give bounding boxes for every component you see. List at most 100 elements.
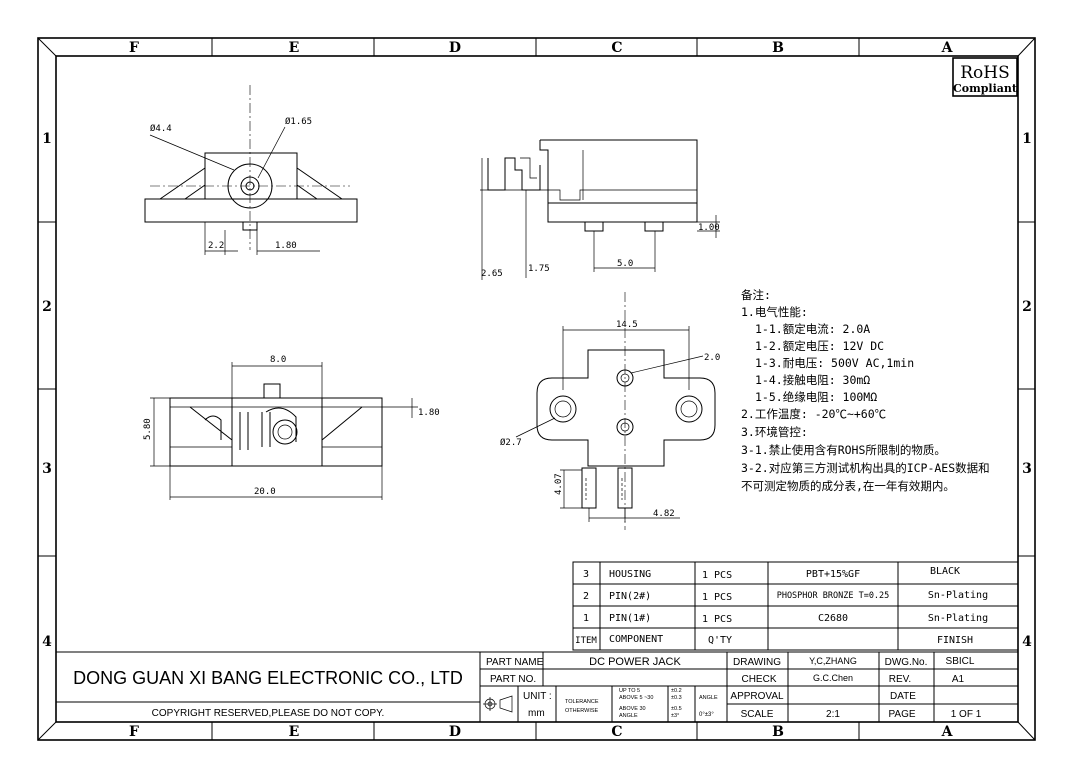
page-label: PAGE bbox=[888, 709, 915, 720]
side-view: 1.00 2.65 1.75 5.0 bbox=[480, 139, 720, 280]
bom-header-qty: Q'TY bbox=[708, 635, 732, 646]
note-2: 1-1.额定电流: 2.0A bbox=[755, 322, 870, 336]
bom-row-2-item: 2 bbox=[583, 591, 589, 602]
dim-top-e: 4.82 bbox=[653, 509, 675, 519]
bom-header-component: COMPONENT bbox=[609, 634, 663, 645]
zone-bottom-a: A bbox=[941, 724, 954, 740]
dim-bottom-b: 1.80 bbox=[418, 408, 440, 418]
bottom-zone-dividers bbox=[211, 722, 860, 740]
zone-top-d: D bbox=[449, 40, 461, 56]
side-zone-dividers bbox=[38, 221, 1035, 557]
page-value: 1 OF 1 bbox=[951, 709, 982, 720]
dim-side-d: 5.0 bbox=[617, 259, 633, 269]
bom-row-1-qty: 1 PCS bbox=[702, 614, 732, 625]
bom-row-2-finish: Sn-Plating bbox=[928, 590, 988, 601]
tol-range-2: ABOVE 30 bbox=[619, 706, 646, 712]
note-8: 3.环境管控: bbox=[741, 425, 808, 439]
zone-bottom-d: D bbox=[449, 724, 461, 740]
zone-right-2: 2 bbox=[1022, 299, 1032, 315]
dim-bottom-c: 5.80 bbox=[143, 418, 153, 440]
bom-row-1-item: 1 bbox=[583, 613, 589, 624]
company-name: DONG GUAN XI BANG ELECTRONIC CO., LTD bbox=[73, 668, 463, 688]
note-0: 备注: bbox=[741, 288, 771, 302]
scale-value: 2:1 bbox=[826, 709, 840, 720]
dwg-value: SBICL bbox=[946, 656, 975, 667]
date-label: DATE bbox=[890, 691, 916, 702]
dim-front-w2: 1.80 bbox=[275, 241, 297, 251]
angle-label: ANGLE bbox=[699, 695, 718, 701]
front-view: Ø4.4 Ø1.65 2.2 1.80 bbox=[144, 85, 358, 255]
dim-side-a: 1.00 bbox=[698, 223, 720, 233]
zone-right-4: 4 bbox=[1022, 634, 1032, 650]
bottom-view: 8.0 1.80 5.80 20.0 bbox=[143, 355, 440, 500]
approval-label: APPROVAL bbox=[730, 691, 784, 702]
tol-range-1: ABOVE 5 ~30 bbox=[619, 695, 653, 701]
dwg-label: DWG.No. bbox=[885, 657, 928, 668]
note-5: 1-4.接触电阻: 30mΩ bbox=[755, 373, 870, 387]
otherwise-label: OTHERWISE bbox=[565, 708, 599, 714]
tol-value-1: ±0.3 bbox=[671, 695, 682, 701]
note-6: 1-5.绝缘电阻: 100MΩ bbox=[755, 390, 877, 404]
note-3: 1-2.额定电压: 12V DC bbox=[755, 339, 884, 353]
note-1: 1.电气性能: bbox=[741, 305, 808, 319]
dim-top-b: 2.0 bbox=[704, 353, 720, 363]
bom-row-2-material: PHOSPHOR BRONZE T=0.25 bbox=[777, 591, 890, 601]
unit-value: mm bbox=[528, 708, 545, 719]
zone-top-b: B bbox=[772, 40, 784, 56]
bom-row-1-component: PIN(1#) bbox=[609, 613, 651, 624]
tol-range-3: ANGLE bbox=[619, 713, 638, 719]
rohs-title: RoHS bbox=[960, 63, 1010, 83]
unit-label: UNIT : bbox=[523, 691, 552, 702]
note-9: 3-1.禁止使用含有ROHS所限制的物质。 bbox=[741, 443, 946, 457]
scale-label: SCALE bbox=[741, 709, 774, 720]
zone-bottom-c: C bbox=[611, 724, 622, 740]
dim-top-d: 4.07 bbox=[554, 473, 564, 495]
top-zone-dividers bbox=[211, 38, 860, 56]
zone-top-e: E bbox=[289, 40, 300, 56]
drawing-label: DRAWING bbox=[733, 657, 781, 668]
notes-block: 备注: 1.电气性能: 1-1.额定电流: 2.0A 1-2.额定电压: 12V… bbox=[741, 288, 990, 493]
note-11: 不可测定物质的成分表,在一年有效期内。 bbox=[741, 479, 955, 493]
projection-symbol-icon bbox=[483, 695, 513, 713]
zone-bottom-e: E bbox=[289, 724, 300, 740]
rohs-mark: RoHS Compliant bbox=[952, 57, 1018, 97]
zone-bottom-b: B bbox=[772, 724, 784, 740]
part-no-label: PART NO. bbox=[490, 674, 536, 685]
bom-row-1-material: C2680 bbox=[818, 613, 848, 624]
zone-left-1: 1 bbox=[42, 131, 52, 147]
outer-frame bbox=[37, 37, 1036, 741]
zone-top-a: A bbox=[941, 40, 954, 56]
zone-bottom-f: F bbox=[129, 724, 139, 740]
check-label: CHECK bbox=[741, 674, 776, 685]
bom-row-2-qty: 1 PCS bbox=[702, 592, 732, 603]
dim-side-b: 2.65 bbox=[481, 269, 503, 279]
note-10: 3-2.对应第三方测试机构出具的ICP-AES数据和 bbox=[741, 461, 990, 475]
bom-row-2-component: PIN(2#) bbox=[609, 591, 651, 602]
tol-value-3: ±3° bbox=[671, 713, 679, 719]
part-name-value: DC POWER JACK bbox=[589, 656, 681, 668]
bom-header-finish: FINISH bbox=[937, 635, 973, 646]
rev-value: A1 bbox=[952, 674, 965, 685]
dim-bottom-d: 20.0 bbox=[254, 487, 276, 497]
tol-value-2: ±0.5 bbox=[671, 706, 682, 712]
bom-header-item: ITEM bbox=[575, 636, 597, 646]
top-view: 14.5 2.0 Ø2.7 4.07 4.82 bbox=[500, 292, 720, 530]
note-7: 2.工作温度: -20℃~+60℃ bbox=[741, 407, 887, 421]
note-4: 1-3.耐电压: 500V AC,1min bbox=[755, 356, 914, 370]
angle-value: 0°±3° bbox=[699, 712, 714, 718]
zone-left-3: 3 bbox=[42, 461, 52, 477]
dim-top-a: 14.5 bbox=[616, 320, 638, 330]
zone-right-1: 1 bbox=[1022, 131, 1032, 147]
bom-row-3-component: HOUSING bbox=[609, 569, 651, 580]
drawing-value: Y,C,ZHANG bbox=[809, 656, 857, 666]
tolerance-label: TOLERANCE bbox=[565, 699, 599, 705]
bom-row-3-finish: BLACK bbox=[930, 566, 960, 577]
bom-table: 3 HOUSING 1 PCS PBT+15%GF BLACK 2 PIN(2#… bbox=[572, 561, 1019, 651]
bom-row-3-qty: 1 PCS bbox=[702, 570, 732, 581]
zone-left-2: 2 bbox=[42, 299, 52, 315]
rohs-subtitle: Compliant bbox=[953, 82, 1018, 95]
check-value: G.C.Chen bbox=[813, 673, 853, 683]
dim-front-d2: Ø1.65 bbox=[285, 116, 312, 127]
copyright-note: COPYRIGHT RESERVED,PLEASE DO NOT COPY. bbox=[152, 708, 385, 719]
